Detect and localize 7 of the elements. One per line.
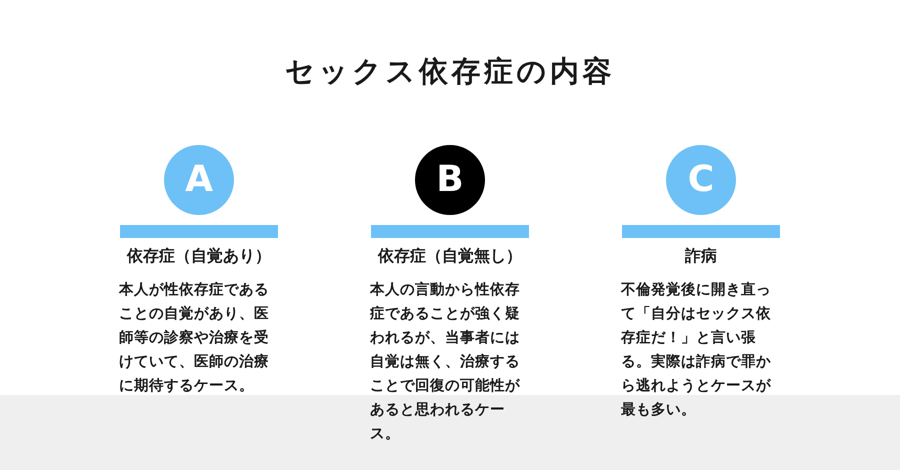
description-text: 本人が性依存症であることの自覚があり、医師等の診察や治療を受けていて、医師の治療に期待するケース。	[119, 280, 270, 396]
column-heading: 依存症（自覚あり）	[126, 245, 272, 267]
column-heading: 詐病	[684, 245, 718, 267]
description-text: 不倫発覚後に開き直って「自分はセックス依存症だ！」と言い張る。実際は詐病で罪から逃れようとケースが最も多い。	[621, 280, 772, 420]
title: セックス依存症の内容	[284, 53, 616, 90]
column-heading: 依存症（自覚無し）	[376, 245, 523, 267]
description-text: 本人の言動から性依存症であることが強く疑われるが、当事者には自覚は無く、治療することで回復の可能性があると思われるケース。	[370, 280, 521, 444]
